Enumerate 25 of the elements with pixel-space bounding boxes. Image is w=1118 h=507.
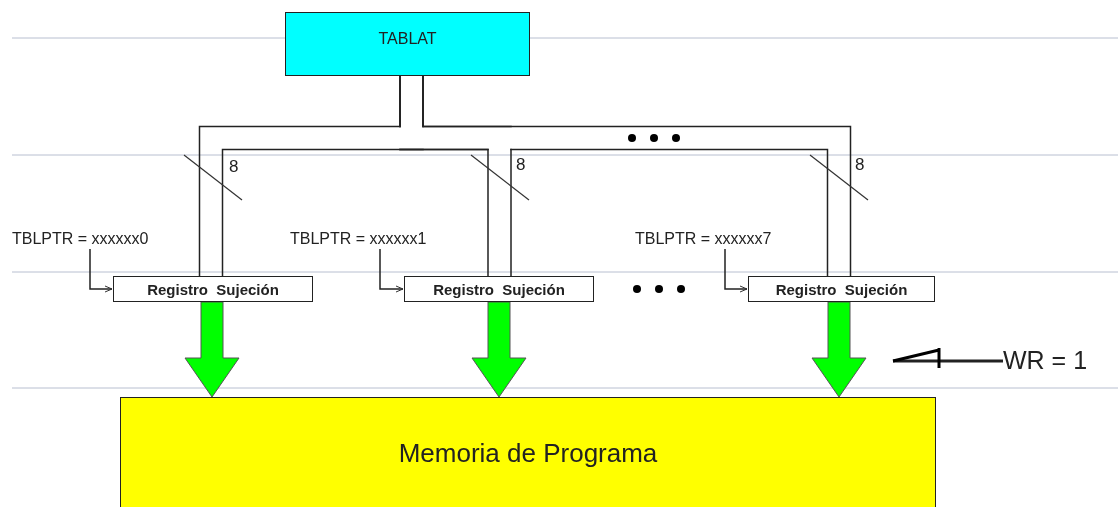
arrow [724, 248, 748, 293]
arrow [379, 248, 404, 293]
bus-width-label: 8 [516, 156, 526, 173]
register-label: Registro Sujeción [775, 280, 908, 298]
address-label: TBLPTR = xxxxxx0 [12, 230, 149, 248]
memory-block [120, 397, 936, 507]
address-label: TBLPTR = xxxxxx1 [290, 230, 427, 248]
address-label: TBLPTR = xxxxxx7 [635, 230, 772, 248]
data-bus [399, 76, 852, 276]
signal-label: WR = 1 [1003, 345, 1088, 375]
data-transfer-arrow [184, 301, 240, 398]
register-box [113, 276, 313, 302]
data-transfer-arrow [811, 301, 867, 398]
register-box [748, 276, 935, 302]
bus-width-label: 8 [229, 158, 239, 175]
register-label: TABLAT [378, 30, 437, 48]
data-transfer-arrow [471, 301, 527, 398]
register-label: Registro Sujeción [147, 280, 279, 298]
bus-width-label: 8 [855, 156, 865, 173]
signal-arrow [891, 346, 1003, 370]
arrow [89, 248, 113, 293]
register-box [404, 276, 594, 302]
register-label: Registro Sujeción [433, 280, 565, 298]
memory-label: Memoria de Programa [398, 437, 658, 469]
register-box [285, 12, 530, 76]
